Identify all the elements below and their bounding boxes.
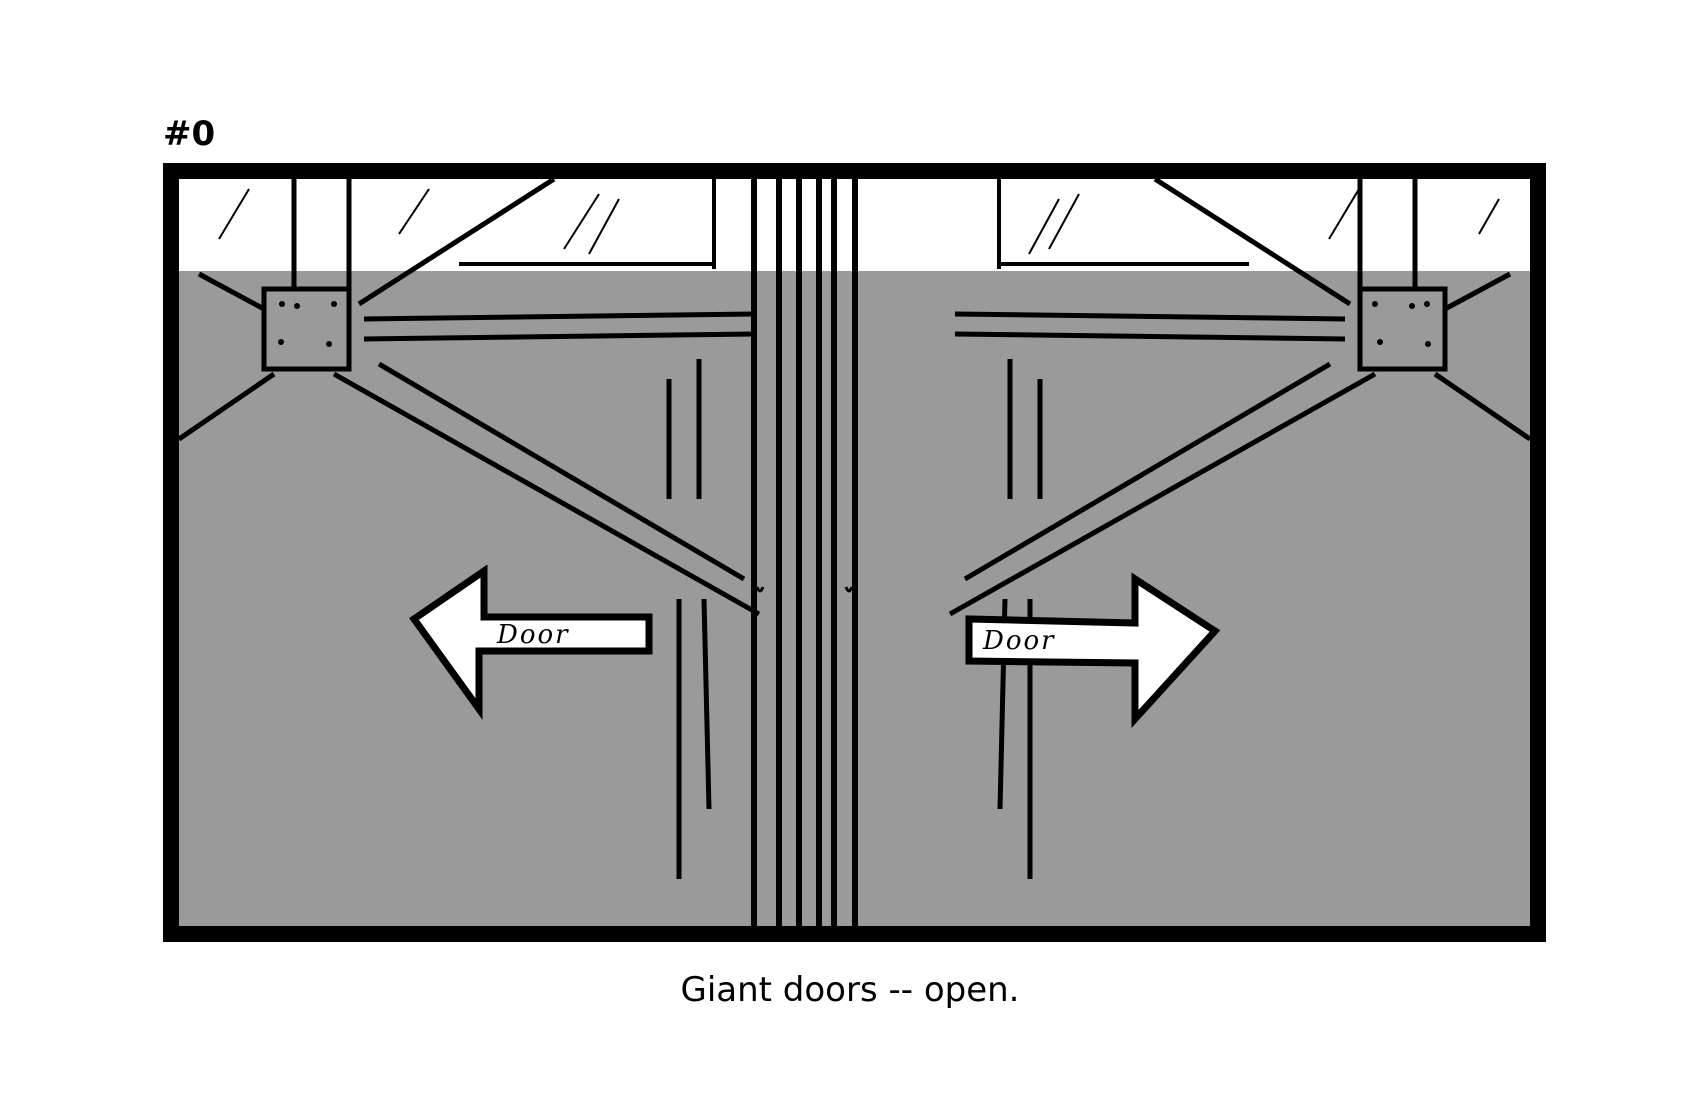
right-arrow-label: Door (982, 626, 1056, 656)
storyboard-panel-frame: Door Door (163, 163, 1546, 942)
left-hinge-bolts (278, 301, 337, 347)
sky-hatching (218, 188, 1500, 255)
door-handles (755, 586, 854, 593)
right-arrow: Door (965, 572, 1221, 729)
panel-caption: Giant doors -- open. (680, 970, 1020, 1010)
upper-windows (459, 179, 1249, 269)
left-hinge-plate (261, 286, 352, 372)
right-door-structure (948, 179, 1530, 879)
door-sketch: Door Door (179, 179, 1530, 926)
left-arrow-label: Door (496, 620, 570, 650)
left-arrow: Door (409, 564, 653, 720)
center-seam (751, 179, 858, 926)
panel-number: #0 (163, 114, 216, 154)
left-door-structure (179, 179, 761, 879)
right-hinge-bolts (1372, 301, 1431, 347)
right-hinge-plate (1357, 286, 1448, 372)
